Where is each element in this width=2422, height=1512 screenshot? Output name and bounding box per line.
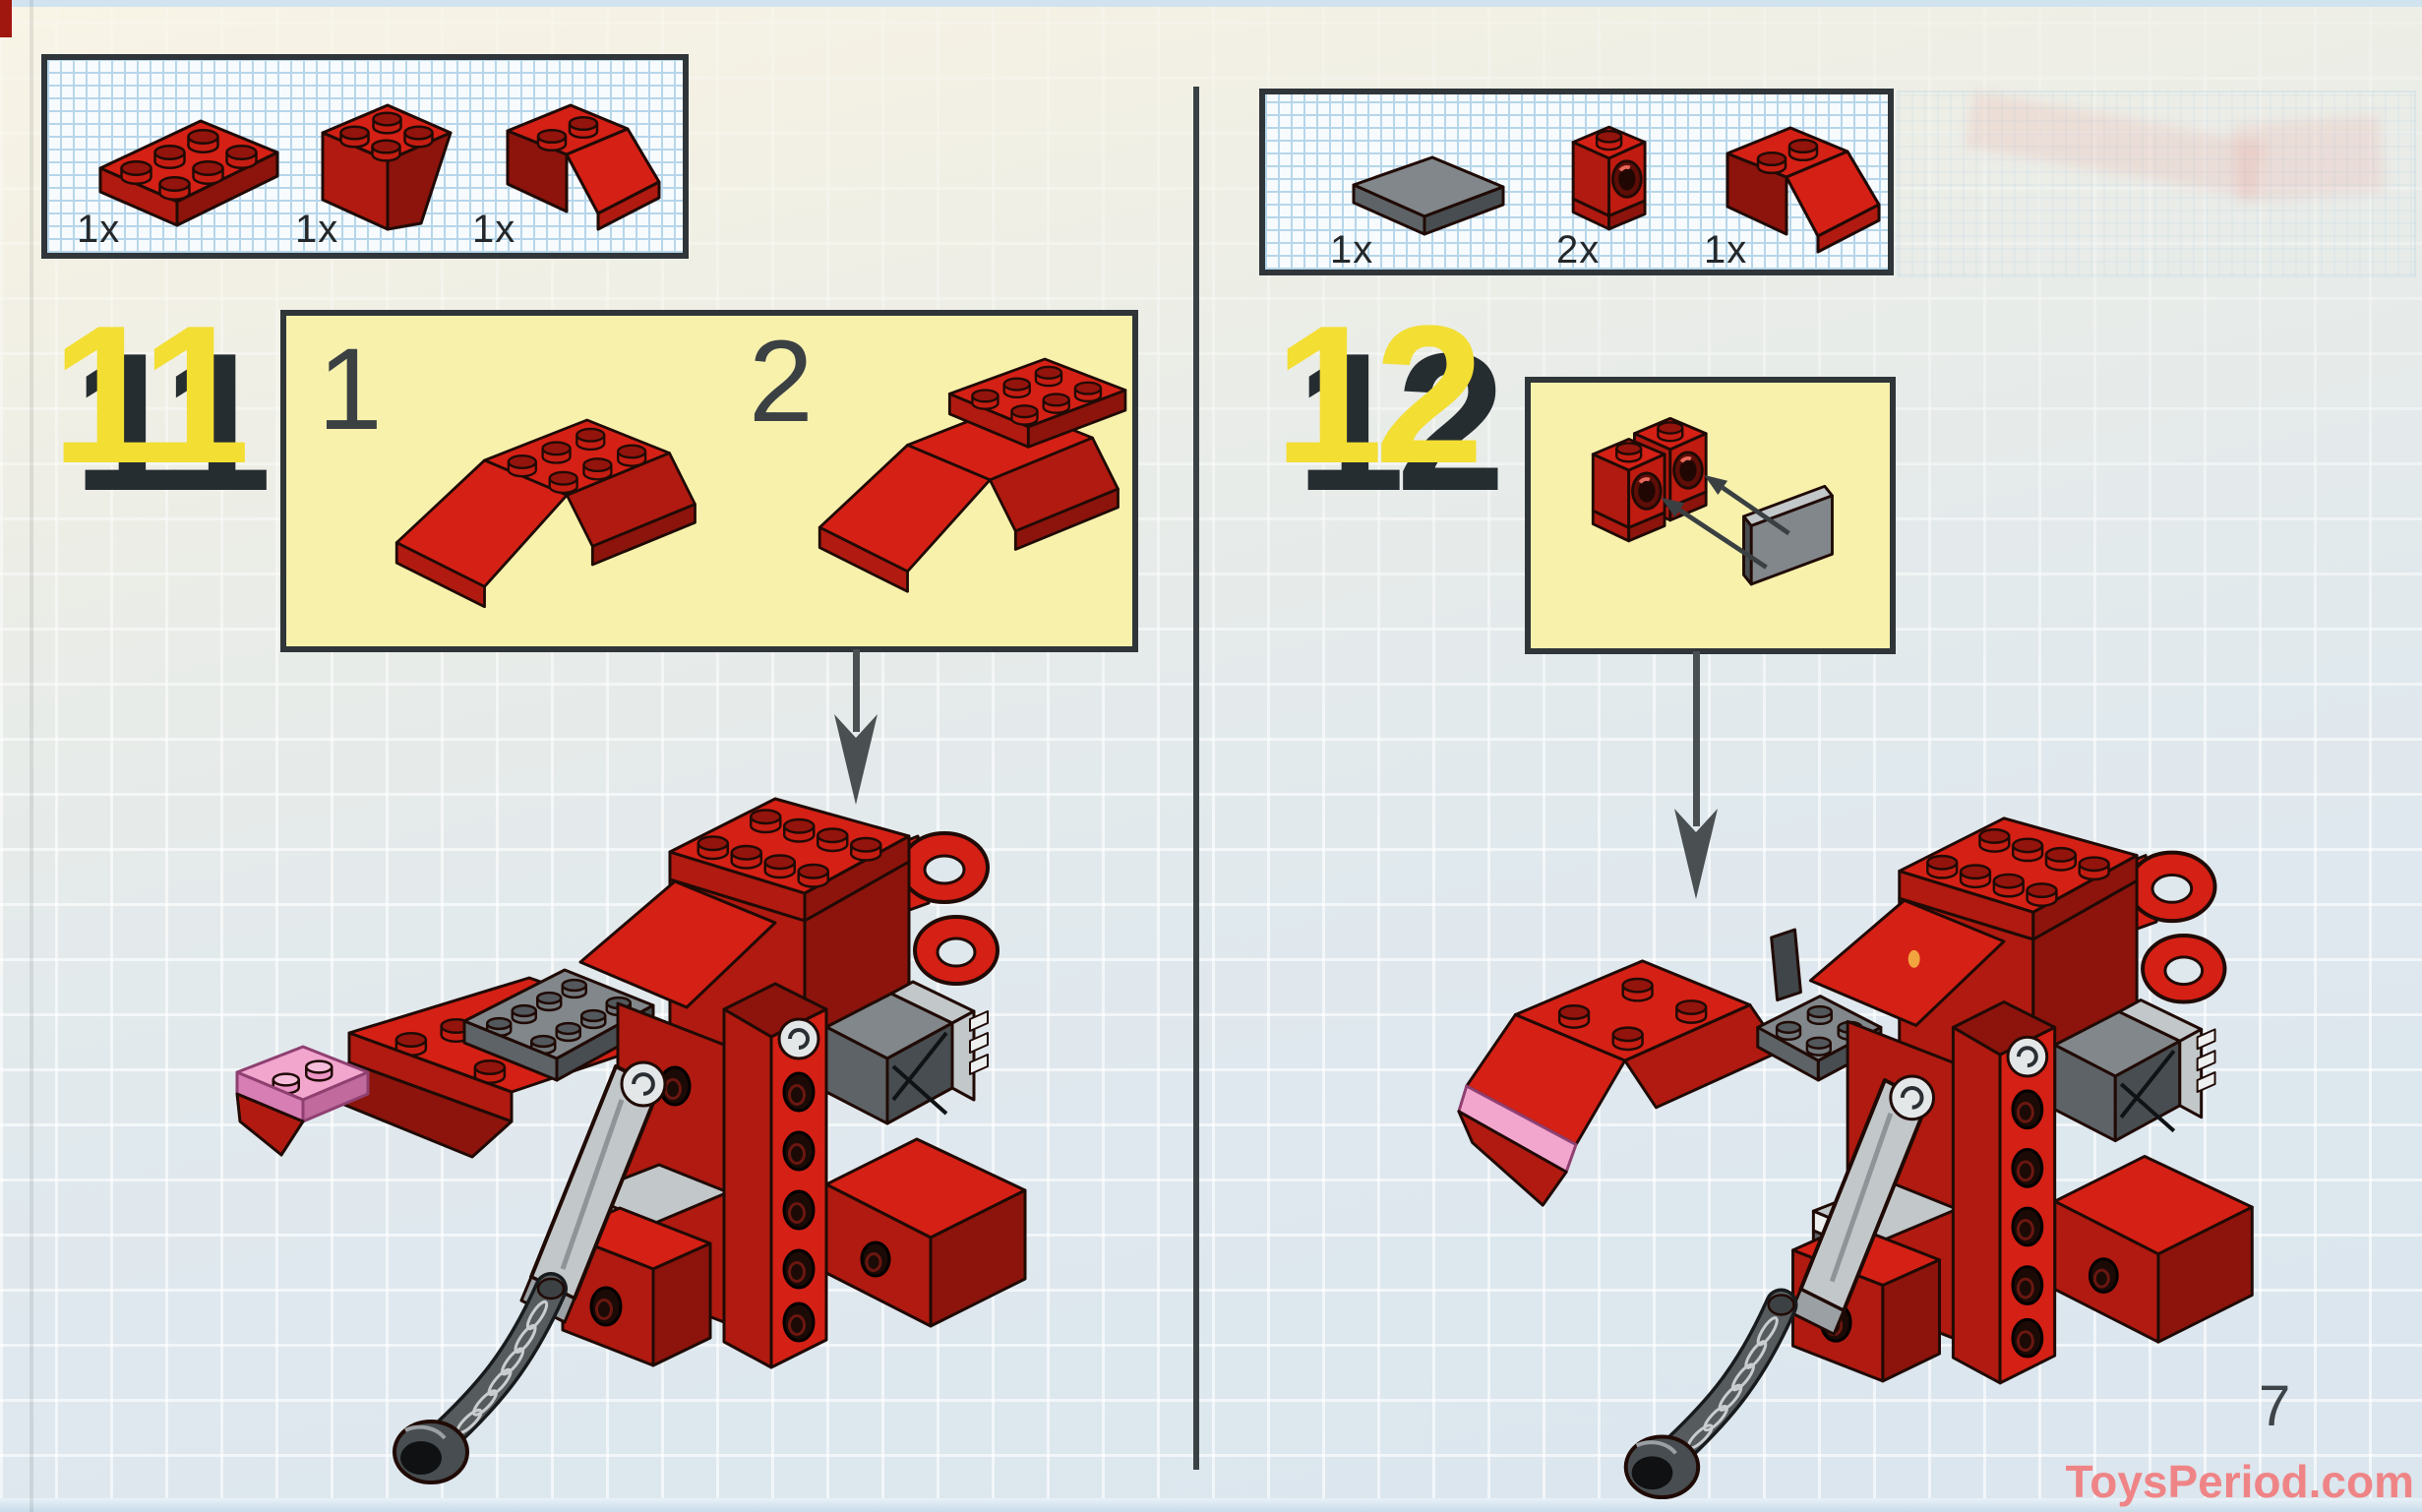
model-step12-figure [1454,795,2280,1508]
parts-box-step12: 1x 2x 1x [1259,89,1894,275]
step-number-12: 12 [1274,285,1483,505]
assembly-box-step12 [1525,377,1896,654]
tile-insert-figure [1531,383,1890,648]
qty-label: 1x [77,208,121,251]
watermark: ToysPeriod.com [2065,1456,2414,1507]
substep-1-label: 1 [318,325,383,454]
scan-edge-top [0,0,2422,7]
red-slope-brick-2x2-back-icon [301,82,473,239]
bleedthrough-ghost-box [1897,91,2416,277]
model-step11-figure [224,775,1129,1508]
qty-label: 1x [1330,228,1374,272]
red-headlight-brick-1x1-icon [1552,104,1670,254]
red-slope-brick-2x2-icon [1698,108,1890,261]
scan-edge-bottom [0,1498,2422,1512]
substep-2-label: 2 [749,317,814,447]
page-crease [30,0,33,1512]
substep-1-figure [347,347,741,637]
bleedthrough-ghost-red-piece-2 [2232,114,2386,203]
qty-label: 1x [295,208,339,251]
page-corner-mark [0,0,12,37]
dark-gray-tile-1x2-icon [1326,142,1523,250]
qty-label: 1x [472,208,516,251]
down-arrow-icon [1665,651,1727,903]
red-plate-2x3-icon [83,90,294,237]
page-number: 7 [2259,1374,2291,1438]
red-slope-brick-2x2-icon [478,86,670,238]
step-number-11: 11 [51,285,250,505]
page-divider-line [1193,87,1199,1470]
qty-label: 1x [1704,228,1748,272]
assembly-box-step11: 1 2 [280,310,1138,652]
qty-label: 2x [1556,228,1601,272]
substep-2-figure [770,330,1164,625]
down-arrow-icon [824,649,887,809]
parts-box-step11: 1x 1x 1x [41,54,689,259]
